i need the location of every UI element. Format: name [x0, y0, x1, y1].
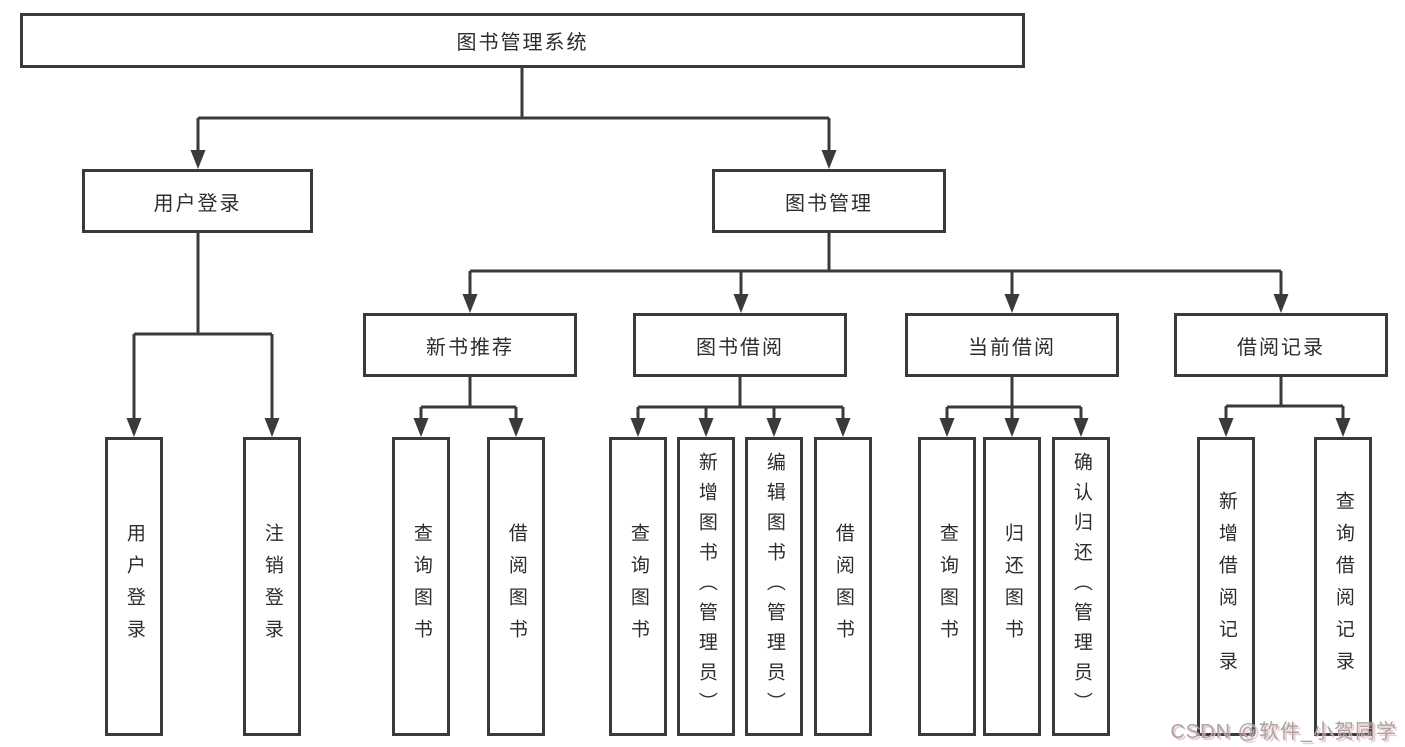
leaf-user-login: 用户登录: [105, 437, 163, 736]
leaf-add-book-admin: 新增图书（管理员）: [677, 437, 735, 736]
leaf-borrow-books-recommend: 借阅图书: [487, 437, 545, 736]
leaf-edit-book-admin-label: 编辑图书（管理员）: [763, 451, 785, 722]
connector-book-borrowing-children: [630, 377, 851, 437]
node-library-system: 图书管理系统: [20, 13, 1025, 68]
leaf-borrow-books-label: 借阅图书: [832, 522, 854, 651]
node-current-borrowing: 当前借阅: [905, 313, 1119, 377]
leaf-query-books-borrow: 查询图书: [609, 437, 667, 736]
leaf-edit-book-admin: 编辑图书（管理员）: [745, 437, 803, 736]
leaf-query-books-current: 查询图书: [918, 437, 976, 736]
watermark: CSDN @软件_小贺同学: [1170, 721, 1397, 743]
leaf-borrow-books-recommend-label: 借阅图书: [505, 522, 527, 651]
leaf-logout-label: 注销登录: [261, 522, 283, 651]
connector-borrowing-records-children: [1218, 377, 1351, 437]
leaf-add-borrow-record: 新增借阅记录: [1197, 437, 1255, 736]
node-new-book-recommend: 新书推荐: [363, 313, 577, 377]
leaf-query-borrow-record-label: 查询借阅记录: [1332, 490, 1354, 683]
node-book-management: 图书管理: [712, 169, 946, 233]
leaf-query-borrow-record: 查询借阅记录: [1314, 437, 1372, 736]
leaf-return-books-label: 归还图书: [1001, 522, 1023, 651]
connector-current-borrowing-children: [939, 377, 1089, 437]
connector-book-management-children: [462, 233, 1289, 313]
leaf-return-books: 归还图书: [983, 437, 1041, 736]
connector-new-book-recommend-children: [413, 377, 524, 437]
leaf-add-borrow-record-label: 新增借阅记录: [1215, 490, 1237, 683]
leaf-logout: 注销登录: [243, 437, 301, 736]
leaf-user-login-label: 用户登录: [123, 522, 145, 651]
node-user-login: 用户登录: [82, 169, 313, 233]
node-book-borrowing: 图书借阅: [633, 313, 847, 377]
leaf-query-books-recommend-label: 查询图书: [410, 522, 432, 651]
connector-user-login-children: [126, 233, 280, 437]
node-borrowing-records: 借阅记录: [1174, 313, 1388, 377]
leaf-query-books-recommend: 查询图书: [392, 437, 450, 736]
leaf-confirm-return-admin-label: 确认归还（管理员）: [1070, 451, 1092, 722]
leaf-query-books-borrow-label: 查询图书: [627, 522, 649, 651]
leaf-borrow-books: 借阅图书: [814, 437, 872, 736]
leaf-query-books-current-label: 查询图书: [936, 522, 958, 651]
leaf-confirm-return-admin: 确认归还（管理员）: [1052, 437, 1110, 736]
connector-root-to-level2: [190, 68, 837, 169]
leaf-add-book-admin-label: 新增图书（管理员）: [695, 451, 717, 722]
